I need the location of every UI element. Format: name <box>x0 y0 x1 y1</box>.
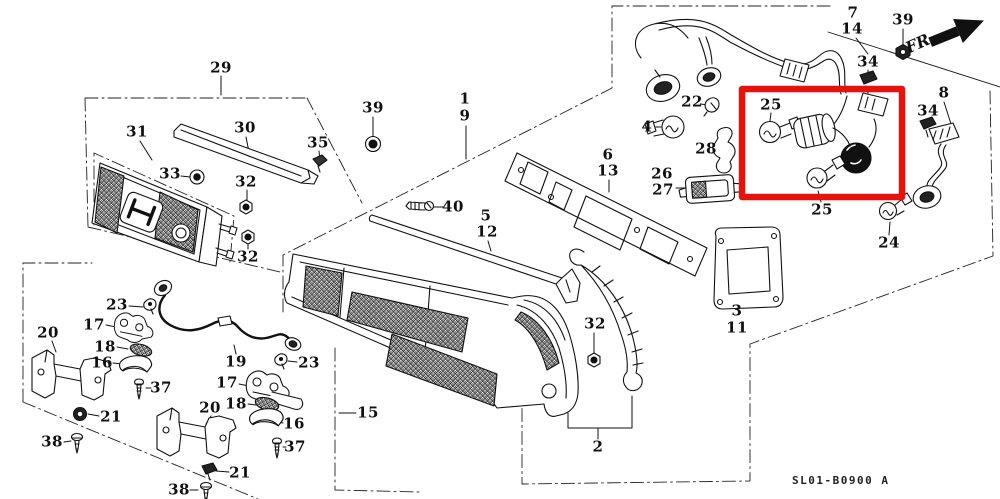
grommet-39 <box>364 135 382 153</box>
part-callout[interactable]: 27 <box>652 180 674 199</box>
part-callout[interactable]: 30 <box>234 118 256 137</box>
part-callout[interactable]: 18 <box>225 394 247 413</box>
part-callout[interactable]: 13 <box>597 161 619 180</box>
part-callout[interactable]: 34 <box>917 101 939 120</box>
part-callout[interactable]: 8 <box>938 83 950 102</box>
part-callout[interactable]: 9 <box>459 106 471 125</box>
screw-38 <box>70 432 84 454</box>
part-callout[interactable]: 33 <box>159 164 181 183</box>
part-callout[interactable]: 32 <box>237 247 259 266</box>
part-callout[interactable]: 25 <box>811 200 833 219</box>
license-wire-19 <box>158 293 294 351</box>
part-callout[interactable]: 26 <box>651 164 673 183</box>
screw-37 <box>271 437 283 459</box>
part-callout[interactable]: 11 <box>726 318 748 337</box>
nut-32 <box>587 352 601 368</box>
part-callout[interactable]: 28 <box>695 139 717 158</box>
nut-32 <box>239 199 253 215</box>
fr-baseline <box>827 31 1000 88</box>
clip-23 <box>274 353 288 370</box>
clip-34 <box>919 116 937 138</box>
part-callout[interactable]: 25 <box>760 95 782 114</box>
part-callout[interactable]: 17 <box>83 315 105 334</box>
part-callout[interactable]: 24 <box>878 233 900 252</box>
part-callout[interactable]: 12 <box>476 222 498 241</box>
license-bracket-17 <box>113 312 154 343</box>
bracket-group <box>31 279 304 499</box>
part-callout[interactable]: 21 <box>100 407 122 426</box>
wire-harness-8 <box>878 122 960 221</box>
part-callout[interactable]: 16 <box>91 353 113 372</box>
part-callout[interactable]: 29 <box>210 58 232 77</box>
part-callout[interactable]: 32 <box>235 172 257 191</box>
highlight-box[interactable] <box>738 85 906 201</box>
wedge-bulb-22 <box>703 97 720 117</box>
part-callout[interactable]: 39 <box>362 98 384 117</box>
screw-37 <box>133 378 145 400</box>
screw-38 <box>199 481 213 499</box>
part-callout[interactable]: 15 <box>357 403 379 422</box>
part-callout[interactable]: 3 <box>731 301 743 320</box>
nut-21 <box>72 406 88 422</box>
part-callout[interactable]: 35 <box>307 133 329 152</box>
nut-39 <box>895 43 911 61</box>
part-callout[interactable]: 38 <box>41 432 63 451</box>
bracket-28 <box>712 127 736 174</box>
bulb-4 <box>644 115 685 139</box>
clip-23 <box>143 298 157 315</box>
part-callout[interactable]: 22 <box>681 92 703 111</box>
grommet-33 <box>189 169 205 185</box>
part-callout[interactable]: 20 <box>199 398 221 417</box>
part-callout[interactable]: 16 <box>283 414 305 433</box>
molding-strip-30 <box>173 123 319 185</box>
part-callout[interactable]: 5 <box>480 206 492 225</box>
part-callout[interactable]: 37 <box>284 437 306 456</box>
gasket-6-13 <box>504 152 708 277</box>
nut-32 <box>241 229 255 245</box>
part-callout[interactable]: 19 <box>225 352 247 371</box>
part-callout[interactable]: 17 <box>216 373 238 392</box>
part-callout[interactable]: 7 <box>847 3 859 22</box>
gasket-3-11 <box>713 226 784 310</box>
part-callout[interactable]: 38 <box>168 480 190 499</box>
part-callout[interactable]: 20 <box>37 323 59 342</box>
part-callout[interactable]: 37 <box>150 378 172 397</box>
mount-bracket-20 <box>156 407 237 459</box>
clip-21 <box>201 462 218 481</box>
part-callout[interactable]: 32 <box>584 314 606 333</box>
clip-35 <box>312 154 328 173</box>
part-callout[interactable]: 14 <box>841 19 863 38</box>
bulbs-sockets-25 <box>758 113 877 189</box>
part-callout[interactable]: 31 <box>126 122 148 141</box>
part-callout[interactable]: 39 <box>892 10 914 29</box>
part-callout[interactable]: 21 <box>229 463 251 482</box>
part-callout[interactable]: 1 <box>459 89 471 108</box>
part-callout[interactable]: 23 <box>106 295 128 314</box>
part-callout[interactable]: 23 <box>298 353 320 372</box>
part-callout[interactable]: 6 <box>602 145 614 164</box>
lens-16 <box>119 355 153 373</box>
corner-garnish <box>569 248 644 392</box>
honda-h-emblem <box>119 191 164 233</box>
diagram-code: SL01-B0900 A <box>792 474 890 487</box>
part-callout[interactable]: 2 <box>592 437 604 456</box>
taillight-lens <box>284 253 579 417</box>
taillight-garnish-31 <box>91 162 238 267</box>
lens-16 <box>249 408 284 427</box>
molding-strip-5-12 <box>368 214 581 304</box>
fr-arrow-icon <box>928 18 984 47</box>
wire-harness-7-14 <box>634 18 889 133</box>
part-callout[interactable]: 4 <box>641 117 653 136</box>
license-light-housing-26-27 <box>678 174 742 204</box>
part-callout[interactable]: 34 <box>857 52 879 71</box>
part-callout[interactable]: 18 <box>94 337 116 356</box>
screw-40 <box>405 200 435 212</box>
construction-lines <box>22 5 994 499</box>
part-callout[interactable]: 40 <box>442 197 464 216</box>
